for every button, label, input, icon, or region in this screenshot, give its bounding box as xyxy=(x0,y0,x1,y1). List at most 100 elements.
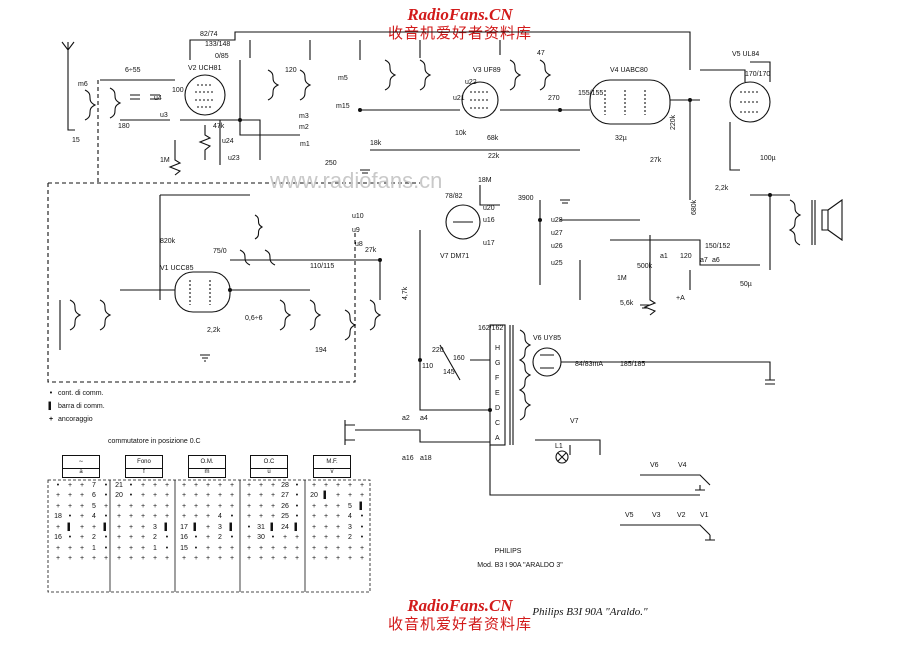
legend: •cont. di comm. ▌barra di comm. +ancorag… xyxy=(44,387,105,426)
label-162-162: 162/162 xyxy=(478,325,503,332)
label-194: 194 xyxy=(315,347,327,354)
label-a16: a16 xyxy=(402,455,414,462)
label-47k: 47k xyxy=(213,123,225,130)
tube-v2-label: V2 UCH81 xyxy=(188,65,222,72)
tap-C: C xyxy=(495,420,500,427)
label-m6: m6 xyxy=(78,81,88,88)
label-4-7k: 4,7k xyxy=(402,286,409,300)
label-120: 120 xyxy=(285,67,297,74)
label-V2-fil: V2 xyxy=(677,512,686,519)
label-m5: m5 xyxy=(338,75,348,82)
label-u22: u22 xyxy=(465,79,477,86)
anchor-symbol: + xyxy=(48,416,54,423)
switch-header-4: O.C xyxy=(250,455,288,469)
label-u3: u3 xyxy=(160,112,168,119)
label-2-2k-out: 2,2k xyxy=(715,185,729,192)
label-u8: u8 xyxy=(355,241,363,248)
label-m3: m3 xyxy=(299,113,309,120)
label-82-74: 82/74 xyxy=(200,31,218,38)
label-110v: 110 xyxy=(422,363,433,370)
model-label: Mod. B3 I 90A "ARALDO 3" xyxy=(477,562,563,569)
label-m15: m15 xyxy=(336,103,350,110)
label-155-155: 155/155 xyxy=(578,90,603,97)
tube-v3-label: V3 UF89 xyxy=(473,67,501,74)
label-6-55: 6÷55 xyxy=(125,67,141,74)
label-680k: 680k xyxy=(691,199,698,215)
label-u9: u9 xyxy=(352,227,360,234)
label-78-82: 78/82 xyxy=(445,193,463,200)
tube-v4-label: V4 UABC80 xyxy=(610,67,648,74)
label-u17: u17 xyxy=(483,240,495,247)
label-V1-fil: V1 xyxy=(700,512,709,519)
label-22k: 22k xyxy=(488,153,500,160)
label-0-6-6: 0,6÷6 xyxy=(245,315,263,322)
label-1M-vol: 1M xyxy=(617,275,627,282)
brand-label: PHILIPS xyxy=(494,548,522,555)
label-50u: 50µ xyxy=(740,281,752,288)
label-27k: 27k xyxy=(650,157,662,164)
tap-G: G xyxy=(495,360,500,367)
switch-header-3: O.M. xyxy=(188,455,226,469)
label-a7: a7 xyxy=(700,257,708,264)
label-V6-fil: V6 xyxy=(650,462,659,469)
switch-title: commutatore in posizione 0.C xyxy=(108,438,201,445)
label-145v: 145 xyxy=(443,369,455,376)
label-2-2k-fm: 2,2k xyxy=(207,327,221,334)
label-170-170: 170/170 xyxy=(745,71,770,78)
label-a2: a2 xyxy=(402,415,410,422)
switch-grid-f: 21•+++ 20•+++ +++++ +++++ +++3▌ +++2• ++… xyxy=(115,481,170,563)
label-820k: 820k xyxy=(160,238,176,245)
label-150-152: 150/152 xyxy=(705,243,730,250)
label-u21: u21 xyxy=(453,95,465,102)
switch-grid-u: +++28• +++27• +++26• +++25• •31▌24▌ +30•… xyxy=(246,481,300,563)
tap-E: E xyxy=(495,390,500,397)
label-110-115: 110/115 xyxy=(310,263,334,270)
label-a1: a1 xyxy=(660,253,668,260)
label-47: 47 xyxy=(537,50,545,57)
label-m1: m1 xyxy=(300,141,310,148)
watermark-top: RadioFans.CN 收音机爱好者资料库 xyxy=(0,5,920,43)
label-120-out: 120 xyxy=(680,253,692,260)
label-u23: u23 xyxy=(228,155,240,162)
legend-contact: cont. di comm. xyxy=(58,390,104,397)
label-160v: 160 xyxy=(453,355,465,362)
watermark-en: RadioFans.CN xyxy=(407,5,513,24)
label-18k: 18k xyxy=(370,140,382,147)
switch-sub-5: v xyxy=(313,467,351,478)
switch-grid-m: +++++ +++++ +++++ +++4• 17▌+3▌ 16•+2• 15… xyxy=(180,481,235,563)
watermark-en-bottom: RadioFans.CN xyxy=(407,596,513,615)
bar-symbol: ▌ xyxy=(48,403,54,410)
watermark-cn-bottom: 收音机爱好者资料库 xyxy=(387,615,532,633)
label-133-148: 133/148 xyxy=(205,41,230,48)
label-a18: a18 xyxy=(420,455,432,462)
label-5-6k: 5,6k xyxy=(620,300,634,307)
label-1M: 1M xyxy=(160,157,170,164)
label-u4: u4 xyxy=(154,95,162,102)
switch-sub-2: f xyxy=(125,467,163,478)
switch-header-1: ∼ xyxy=(62,455,100,469)
caption-label: Philips B3I 90A "Araldo." xyxy=(532,606,648,618)
label-0-85: 0/85 xyxy=(215,53,229,60)
label-15: 15 xyxy=(72,137,80,144)
switch-header-5: M.F. xyxy=(313,455,351,469)
switch-header-2: Fono xyxy=(125,455,163,469)
tube-v5-label: V5 UL84 xyxy=(732,51,759,58)
label-100: 100 xyxy=(172,87,184,94)
watermark-url: www.radiofans.cn xyxy=(269,168,442,193)
label-84-83mA: 84/83mA xyxy=(575,361,603,368)
switch-sub-4: u xyxy=(250,467,288,478)
label-V3-fil: V3 xyxy=(652,512,661,519)
switch-sub-3: m xyxy=(188,467,226,478)
label-270: 270 xyxy=(548,95,560,102)
switch-grid-v: +++++ 20▌+++ +++5▌ +++4• +++3• +++2• +++… xyxy=(310,481,365,563)
tap-F: F xyxy=(495,375,499,382)
label-10k: 10k xyxy=(455,130,467,137)
label-V4-fil: V4 xyxy=(678,462,687,469)
switch-grid-a: •++7• +++6• +++5+ 18•+4• +▌++▌ 16•+2• ++… xyxy=(54,481,109,563)
label-185-185: 185/185 xyxy=(620,361,645,368)
label-100u: 100µ xyxy=(760,155,776,162)
legend-bar: barra di comm. xyxy=(58,403,105,410)
label-a6: a6 xyxy=(712,257,720,264)
tap-D: D xyxy=(495,405,500,412)
